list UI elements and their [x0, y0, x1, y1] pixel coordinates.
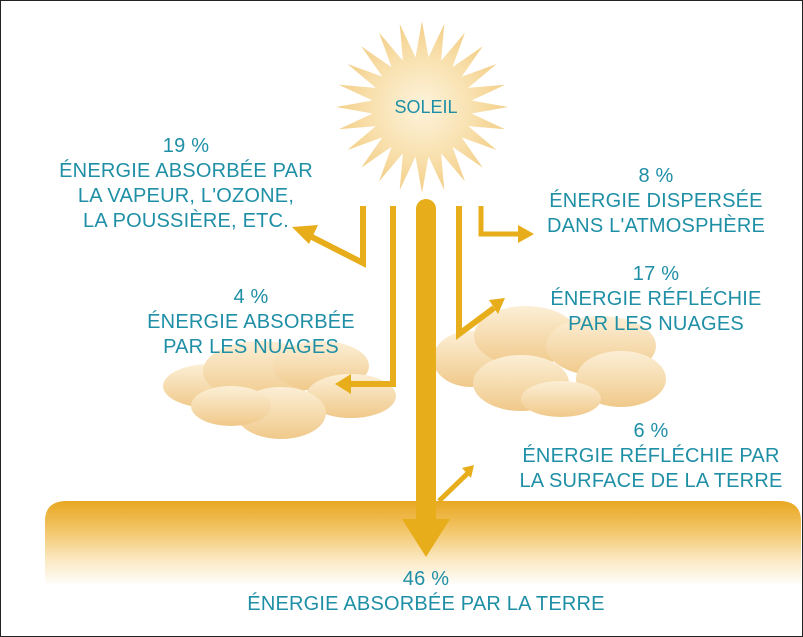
percent-clouds-absorbed: 4 %: [233, 286, 269, 308]
text-atmosphere-scattered-line2: DANS L'ATMOSPHÈRE: [547, 215, 765, 237]
label-atmosphere-scattered: 8 % ÉNERGIE DISPERSÉE DANS L'ATMOSPHÈRE: [526, 164, 786, 239]
arrowhead-clouds-absorbed: [335, 374, 351, 394]
left-cloud: [163, 341, 396, 439]
arrow-atmosphere-scattered: [478, 206, 520, 237]
text-atmosphere-absorbed-line1: ÉNERGIE ABSORBÉE PAR: [59, 160, 313, 182]
arrowhead-earth-absorbed: [402, 519, 450, 557]
arrowhead-atmosphere-scattered: [518, 225, 534, 243]
sun-label: SOLEIL: [394, 97, 458, 117]
text-atmosphere-absorbed-line3: LA POUSSIÈRE, ETC.: [83, 210, 289, 232]
label-clouds-absorbed: 4 % ÉNERGIE ABSORBÉE PAR LES NUAGES: [111, 285, 391, 360]
percent-atmosphere-absorbed: 19 %: [162, 135, 210, 157]
arrow-clouds-absorbed: [346, 206, 396, 387]
percent-earth-absorbed: 46 %: [402, 568, 450, 590]
label-clouds-reflected: 17 % ÉNERGIE RÉFLÉCHIE PAR LES NUAGES: [521, 262, 791, 337]
text-clouds-absorbed-line1: ÉNERGIE ABSORBÉE: [147, 311, 355, 333]
percent-clouds-reflected: 17 %: [632, 263, 680, 285]
text-surface-reflected-line2: LA SURFACE DE LA TERRE: [519, 470, 783, 492]
arrow-clouds-reflected: [456, 206, 496, 340]
right-cloud: [433, 306, 666, 417]
sun-icon: [336, 21, 508, 193]
text-atmosphere-scattered-line1: ÉNERGIE DISPERSÉE: [549, 190, 763, 212]
percent-atmosphere-scattered: 8 %: [638, 165, 674, 187]
arrow-atmosphere-absorbed: [304, 206, 366, 268]
percent-surface-reflected: 6 %: [633, 420, 669, 442]
text-clouds-reflected-line1: ÉNERGIE RÉFLÉCHIE: [550, 288, 762, 310]
text-earth-absorbed-line1: ÉNERGIE ABSORBÉE PAR LA TERRE: [247, 593, 605, 615]
arrowhead-surface-reflected: [462, 465, 474, 478]
text-clouds-absorbed-line2: PAR LES NUAGES: [163, 336, 339, 358]
arrow-surface-reflected: [437, 471, 470, 503]
label-earth-absorbed: 46 % ÉNERGIE ABSORBÉE PAR LA TERRE: [221, 567, 631, 617]
text-surface-reflected-line1: ÉNERGIE RÉFLÉCHIE PAR: [522, 445, 780, 467]
label-atmosphere-absorbed: 19 % ÉNERGIE ABSORBÉE PAR LA VAPEUR, L'O…: [41, 134, 331, 234]
label-surface-reflected: 6 % ÉNERGIE RÉFLÉCHIE PAR LA SURFACE DE …: [501, 419, 801, 494]
text-atmosphere-absorbed-line2: LA VAPEUR, L'OZONE,: [77, 185, 295, 207]
arrowhead-clouds-reflected: [489, 298, 505, 314]
text-clouds-reflected-line2: PAR LES NUAGES: [568, 313, 744, 335]
arrowhead-atmosphere-absorbed: [292, 225, 318, 244]
